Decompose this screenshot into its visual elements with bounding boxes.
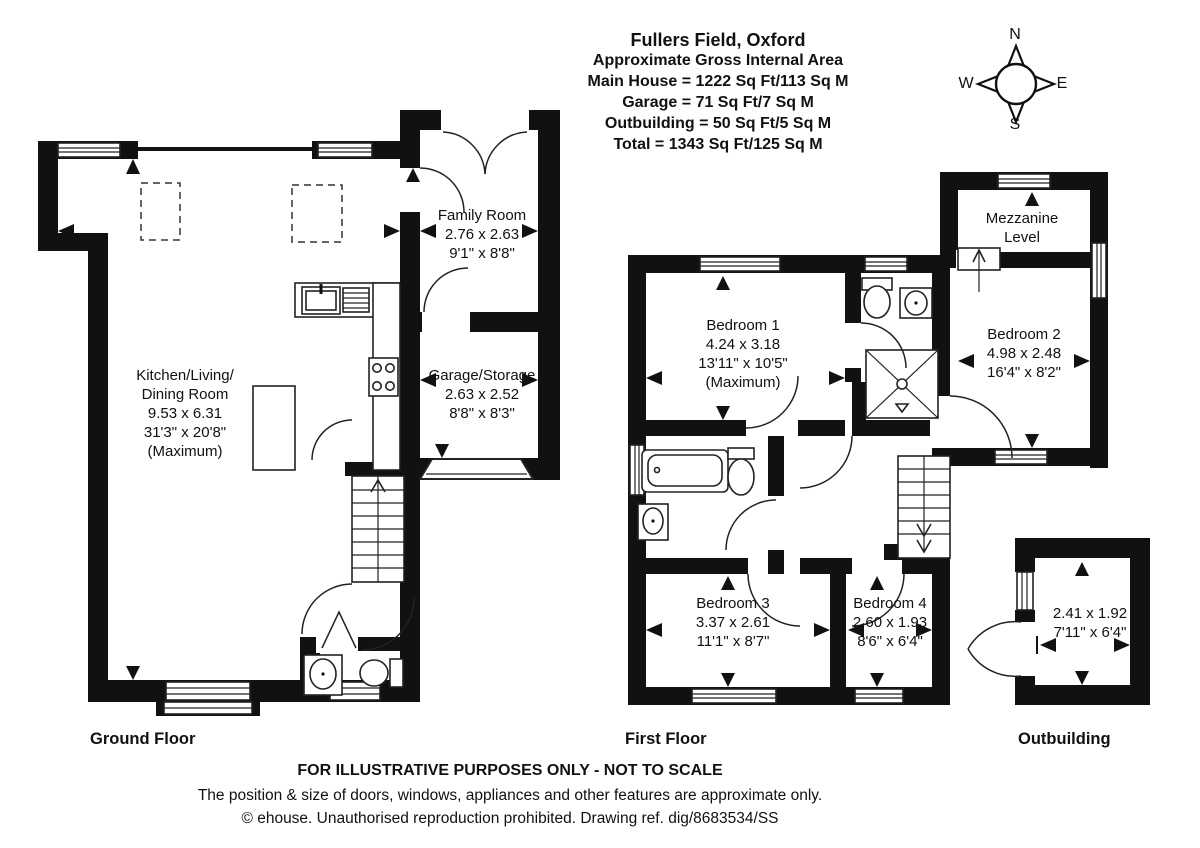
window	[165, 681, 251, 701]
disclaimer-line2: The position & size of doors, windows, a…	[197, 787, 823, 804]
basin-icon	[637, 503, 669, 541]
window	[864, 256, 908, 272]
room-label-line: 7'11" x 6'4"	[1053, 624, 1127, 641]
room-label-line: Garage/Storage	[428, 367, 536, 384]
copyright-line: © ehouse. Unauthorised reproduction proh…	[241, 810, 779, 827]
room-label-line: (Maximum)	[705, 374, 781, 391]
first-floor-label: First Floor	[625, 730, 707, 748]
room-label-line: 2.60 x 1.93	[852, 614, 928, 631]
window	[163, 701, 253, 715]
compass-north-label: N	[1009, 26, 1021, 43]
room-label-line: 3.37 x 2.61	[695, 614, 771, 631]
room-label-garage: Garage/Storage 2.63 x 2.52 8'8" x 8'3"	[429, 366, 536, 423]
shower-icon	[865, 349, 939, 419]
compass-south-label: S	[1009, 116, 1021, 133]
hob-icon	[368, 357, 399, 397]
window	[994, 449, 1048, 465]
door-arc	[301, 131, 528, 651]
measurement-arrows-outbuilding	[1036, 562, 1130, 685]
room-label-line: Dining Room	[141, 386, 229, 403]
room-label-outbuilding-store: 2.41 x 1.92 7'11" x 6'4"	[1053, 604, 1127, 642]
toilet-icon	[359, 658, 404, 688]
window	[1016, 571, 1034, 611]
ground-floor-plan	[38, 108, 560, 716]
stairs-down	[897, 455, 951, 559]
room-label-family: Family Room 2.76 x 2.63 9'1" x 8'8"	[438, 206, 526, 263]
measurement-arrows-first	[646, 192, 1090, 687]
room-label-mezzanine: Mezzanine Level	[986, 209, 1059, 247]
room-label-line: 4.24 x 3.18	[705, 336, 781, 353]
room-label-line: 4.98 x 2.48	[986, 345, 1062, 362]
compass-east-label: E	[1056, 75, 1068, 92]
area-garage: Garage = 71 Sq Ft/7 Sq M	[622, 94, 814, 111]
window	[317, 142, 373, 158]
room-label-line: 9'1" x 8'8"	[449, 245, 515, 262]
room-label-line: 2.76 x 2.63	[444, 226, 520, 243]
compass-icon	[974, 42, 1058, 126]
window	[691, 688, 777, 704]
room-label-line: (Maximum)	[147, 443, 223, 460]
room-label-line: Kitchen/Living/	[136, 367, 234, 384]
outbuilding-walls	[1015, 538, 1150, 705]
skylight-dashed	[291, 184, 343, 243]
garage-door-icon	[418, 458, 535, 480]
door-arc	[967, 620, 1022, 678]
room-label-bedroom3: Bedroom 3 3.37 x 2.61 11'1" x 8'7"	[696, 594, 770, 651]
room-label-line: 8'6" x 6'4"	[857, 633, 923, 650]
bath-icon	[641, 449, 729, 493]
room-label-bedroom4: Bedroom 4 2.60 x 1.93 8'6" x 6'4"	[853, 594, 927, 651]
plan-subtitle: Approximate Gross Internal Area	[592, 52, 844, 69]
room-label-line: Bedroom 1	[706, 317, 780, 334]
window	[1091, 242, 1107, 299]
drainer-icon	[342, 287, 370, 313]
toilet-icon	[861, 277, 893, 319]
ground-floor-label: Ground Floor	[90, 730, 196, 748]
room-label-line: 13'11" x 10'5"	[698, 355, 788, 372]
room-label-line: Bedroom 2	[987, 326, 1061, 343]
area-main-house: Main House = 1222 Sq Ft/113 Sq M	[587, 73, 849, 90]
room-label-bedroom1: Bedroom 1 4.24 x 3.18 13'11" x 10'5" (Ma…	[698, 316, 788, 392]
room-label-line: 2.63 x 2.52	[444, 386, 520, 403]
room-label-line: 2.41 x 1.92	[1052, 605, 1128, 622]
compass-west-label: W	[958, 75, 974, 92]
stairs-up	[351, 475, 405, 583]
window	[997, 173, 1051, 189]
window	[854, 688, 904, 704]
measurement-arrows-ground	[58, 159, 538, 680]
first-floor-plan	[628, 172, 1108, 705]
sink-icon	[301, 284, 341, 315]
room-label-line: Level	[1004, 229, 1040, 246]
outbuilding-label: Outbuilding	[1018, 730, 1111, 748]
window	[699, 256, 781, 272]
room-label-kitchen: Kitchen/Living/ Dining Room 9.53 x 6.31 …	[136, 366, 234, 461]
room-label-line: 8'8" x 8'3"	[449, 405, 515, 422]
room-label-line: 9.53 x 6.31	[147, 405, 223, 422]
room-label-line: Family Room	[437, 207, 527, 224]
room-label-line: 16'4" x 8'2"	[987, 364, 1061, 381]
basin-icon	[303, 654, 343, 696]
room-label-line: 31'3" x 20'8"	[143, 424, 227, 441]
basin-icon	[899, 287, 933, 319]
area-total: Total = 1343 Sq Ft/125 Sq M	[613, 136, 823, 153]
disclaimer-line1: FOR ILLUSTRATIVE PURPOSES ONLY - NOT TO …	[297, 762, 723, 779]
outbuilding-plan	[967, 538, 1150, 705]
window	[57, 142, 121, 158]
loft-ladder-icon	[957, 247, 1001, 292]
area-outbuilding: Outbuilding = 50 Sq Ft/5 Sq M	[604, 115, 832, 132]
room-label-line: Bedroom 4	[853, 595, 927, 612]
plan-title: Fullers Field, Oxford	[630, 30, 806, 50]
room-label-line: Mezzanine	[985, 210, 1059, 227]
room-label-line: Bedroom 3	[696, 595, 770, 612]
room-label-line: 11'1" x 8'7"	[696, 633, 770, 650]
toilet-icon	[727, 447, 755, 496]
room-label-bedroom2: Bedroom 2 4.98 x 2.48 16'4" x 8'2"	[987, 325, 1061, 382]
skylight-dashed	[140, 182, 181, 241]
